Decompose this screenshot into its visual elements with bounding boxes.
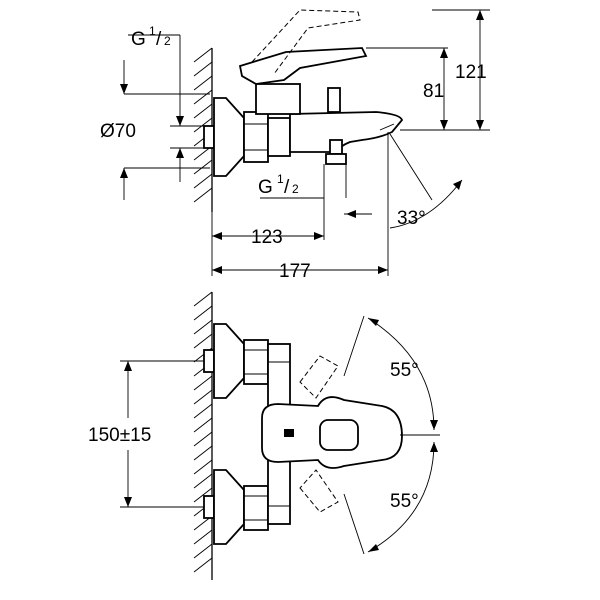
dimension-rotation: 55° 55° <box>343 315 440 555</box>
wall-connection-side <box>203 97 291 177</box>
label-spacing: 150±15 <box>88 425 151 446</box>
dimension-spacing: 150±15 <box>88 360 204 508</box>
lower-connection-top <box>203 469 269 545</box>
label-angle-55-top: 55° <box>390 360 419 381</box>
label-angle-33: 33° <box>397 208 426 229</box>
label-g-bottom-num: 1 <box>277 172 284 186</box>
label-81: 81 <box>423 81 444 102</box>
label-g-bottom-den: 2 <box>292 182 299 196</box>
label-121: 121 <box>455 62 487 83</box>
label-g-bottom: G <box>258 177 273 198</box>
lever-handle-side <box>238 9 368 115</box>
dimension-outlet: G 1 / 2 <box>258 164 372 240</box>
label-diameter: Ø70 <box>100 121 136 142</box>
dimension-height: 81 121 <box>366 9 490 131</box>
dimension-angle-33: 33° <box>387 132 463 276</box>
dimension-depth: 123 177 <box>211 212 388 282</box>
label-g-top-num: 1 <box>149 24 156 38</box>
upper-connection-top <box>203 323 269 399</box>
dimension-diameter: G 1 / 2 Ø70 <box>100 24 210 200</box>
label-g-top-slash: / <box>156 29 162 50</box>
mixer-body-side <box>289 87 404 165</box>
label-177: 177 <box>279 261 311 282</box>
label-g-top-den: 2 <box>164 34 171 48</box>
wall-top <box>193 291 213 580</box>
label-angle-55-bottom: 55° <box>390 491 419 512</box>
indicator-icon <box>284 429 294 437</box>
lever-handle-top <box>261 355 403 513</box>
label-g-bottom-slash: / <box>284 177 290 198</box>
label-g-top: G <box>131 29 146 50</box>
side-view: 81 121 G 1 / 2 Ø70 <box>100 9 490 282</box>
label-123: 123 <box>251 227 283 248</box>
top-view: 55° 55° 150±15 <box>88 291 440 580</box>
